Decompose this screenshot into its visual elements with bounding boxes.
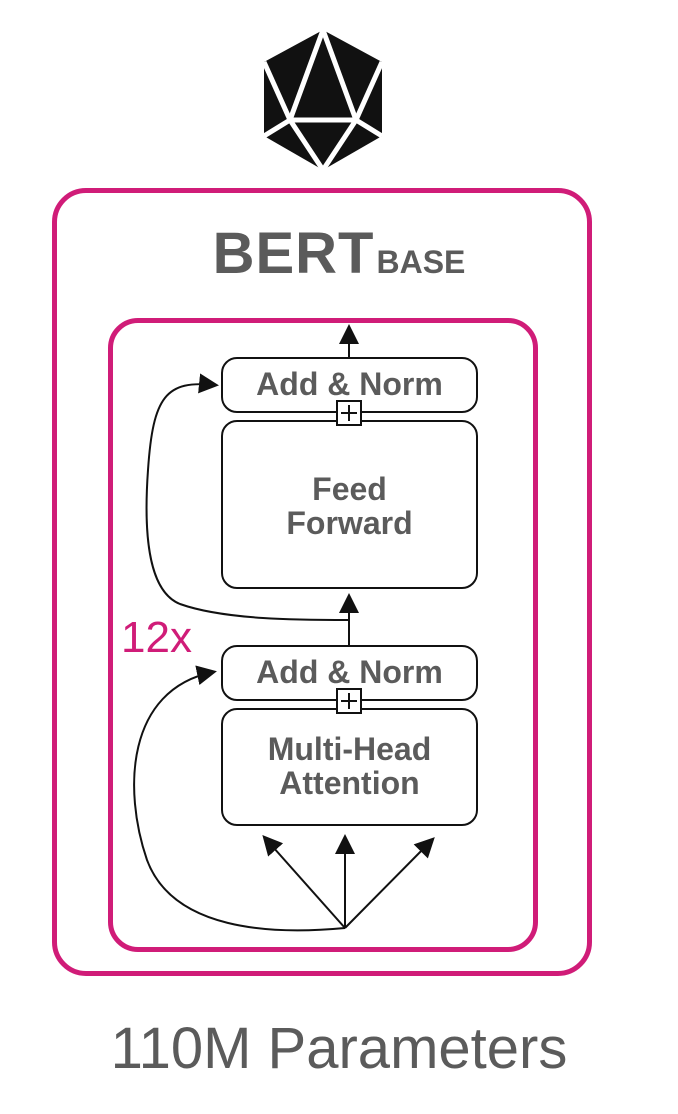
feed-forward-block: Feed Forward — [221, 420, 478, 589]
transformer-layer-frame — [108, 318, 538, 952]
add-norm-bottom-label: Add & Norm — [256, 654, 443, 691]
model-title: BERTBASE — [0, 220, 678, 287]
model-variant: BASE — [376, 244, 466, 280]
layer-repeat-count: 12x — [121, 613, 192, 662]
parameter-count: 110M Parameters — [110, 1016, 568, 1081]
icosahedron-icon — [258, 28, 388, 172]
model-name: BERT — [212, 221, 375, 286]
outer-model-frame — [52, 188, 592, 976]
attention-line2: Attention — [279, 765, 420, 801]
add-norm-top-label: Add & Norm — [256, 366, 443, 403]
feed-forward-line2: Forward — [286, 504, 413, 541]
plus-icon-top — [336, 400, 362, 426]
attention-line1: Multi-Head — [267, 731, 432, 768]
multi-head-attention-block: Multi-Head Attention — [221, 708, 478, 826]
feed-forward-line1: Feed — [312, 470, 387, 507]
plus-icon-bottom — [336, 688, 362, 714]
